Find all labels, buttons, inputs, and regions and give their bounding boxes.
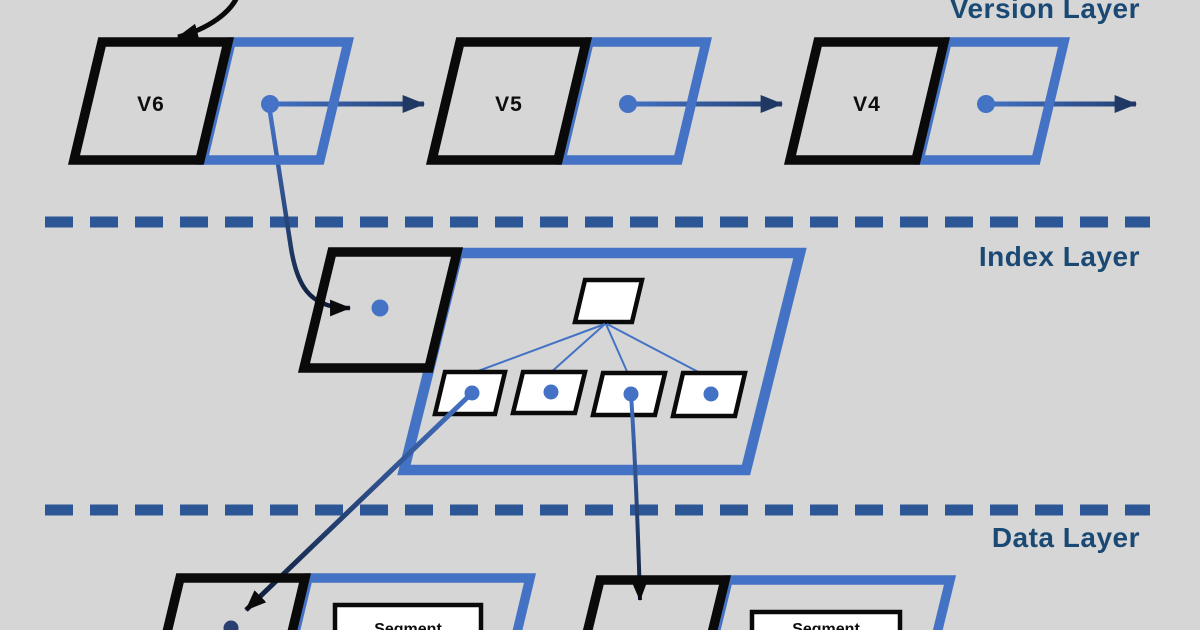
version-node-v5: V5	[425, 37, 713, 165]
data1-pointer-cell	[162, 573, 312, 630]
v5-label: V5	[495, 93, 523, 116]
data2-segment-cell	[710, 575, 957, 630]
data1-segment-box	[332, 602, 484, 630]
v5-key-cell	[425, 37, 593, 165]
data2-segment-label: Segment	[792, 621, 860, 630]
v4-label: V4	[853, 93, 881, 116]
index-layer-title: Index Layer	[979, 241, 1140, 272]
arrow-v6-to-index	[267, 111, 352, 317]
index-layer-group	[297, 247, 807, 476]
data2-pointer-cell	[582, 575, 732, 630]
v6-pointer-dot	[261, 95, 279, 113]
index-child-3	[590, 370, 668, 418]
arrow-index-to-segment-2	[629, 393, 648, 602]
v4-key-cell	[783, 37, 951, 165]
data-layer-title: Data Layer	[992, 522, 1140, 553]
fan-line-4	[606, 323, 707, 377]
data1-pointer-dot	[223, 620, 239, 630]
version-node-v4: V4	[783, 37, 1071, 165]
incoming-version-arrow-icon	[176, 0, 239, 40]
index-child-2	[510, 369, 588, 416]
v4-pointer-dot	[977, 95, 995, 113]
version-node-v6: V6	[67, 37, 355, 165]
index-root-node	[572, 277, 645, 325]
v5-pointer-dot	[619, 95, 637, 113]
version-layer-title: Version Layer	[950, 0, 1140, 24]
data-node-2: Segment	[582, 575, 957, 630]
fan-line-2	[548, 323, 606, 375]
index-pointer-cell	[297, 247, 464, 373]
fan-line-1	[469, 323, 606, 375]
fan-line-3	[605, 323, 630, 377]
index-child-4	[670, 370, 748, 419]
data-node-1: Segment	[162, 573, 537, 630]
data2-segment-box	[749, 609, 903, 630]
v6-label: V6	[137, 93, 165, 116]
index-pointer-dot	[371, 299, 389, 317]
v6-key-cell	[67, 37, 235, 165]
data1-segment-label: Segment	[374, 621, 442, 630]
index-container	[397, 247, 807, 476]
data1-segment-cell	[290, 573, 537, 630]
